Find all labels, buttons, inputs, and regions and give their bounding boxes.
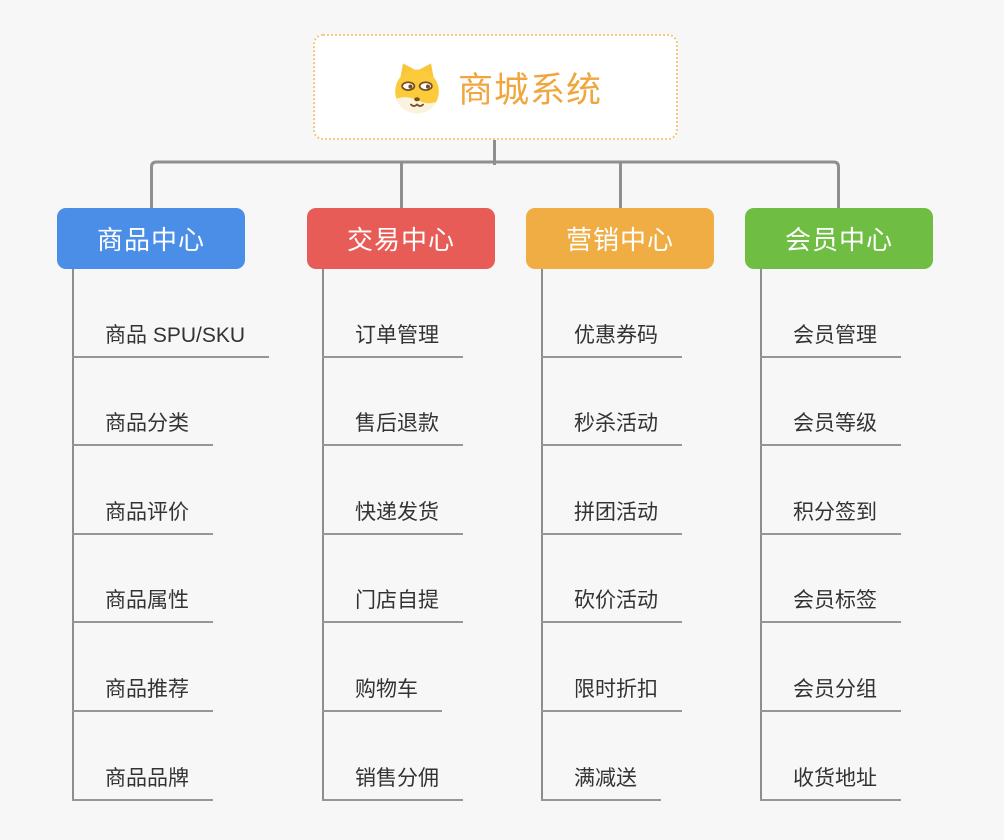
bus-line bbox=[150, 160, 840, 208]
leaf-node[interactable]: 秒杀活动 bbox=[541, 412, 682, 446]
leaf-node[interactable]: 会员分组 bbox=[760, 678, 901, 712]
leaf-node[interactable]: 快递发货 bbox=[322, 501, 463, 535]
branch-box-marketing-center[interactable]: 营销中心 bbox=[526, 208, 714, 269]
leaf-node[interactable]: 限时折扣 bbox=[541, 678, 682, 712]
leaf-node[interactable]: 满减送 bbox=[541, 767, 661, 801]
leaf-node[interactable]: 售后退款 bbox=[322, 412, 463, 446]
leaf-node[interactable]: 会员标签 bbox=[760, 589, 901, 623]
leaf-node[interactable]: 购物车 bbox=[322, 678, 442, 712]
leaf-node[interactable]: 会员等级 bbox=[760, 412, 901, 446]
root-title: 商城系统 bbox=[457, 70, 602, 110]
leaf-node[interactable]: 积分签到 bbox=[760, 501, 901, 535]
trunk-line-trade-center bbox=[322, 269, 324, 801]
leaf-node[interactable]: 门店自提 bbox=[322, 589, 463, 623]
leaf-node[interactable]: 商品属性 bbox=[72, 589, 213, 623]
leaf-node[interactable]: 商品品牌 bbox=[72, 767, 213, 801]
leaf-node[interactable]: 销售分佣 bbox=[322, 767, 463, 801]
leaf-node[interactable]: 拼团活动 bbox=[541, 501, 682, 535]
leaf-node[interactable]: 商品评价 bbox=[72, 501, 213, 535]
leaf-node[interactable]: 商品 SPU/SKU bbox=[72, 324, 270, 358]
branch-box-member-center[interactable]: 会员中心 bbox=[745, 208, 933, 269]
leaf-node[interactable]: 商品推荐 bbox=[72, 678, 213, 712]
leaf-node[interactable]: 订单管理 bbox=[322, 324, 463, 358]
trunk-line-member-center bbox=[760, 269, 762, 801]
leaf-node[interactable]: 收货地址 bbox=[760, 767, 901, 801]
leaf-node[interactable]: 会员管理 bbox=[760, 324, 901, 358]
leaf-node[interactable]: 商品分类 bbox=[72, 412, 213, 446]
branch-box-trade-center[interactable]: 交易中心 bbox=[307, 208, 495, 269]
branch-box-product-center[interactable]: 商品中心 bbox=[57, 208, 245, 269]
leaf-node[interactable]: 砍价活动 bbox=[541, 589, 682, 623]
leaf-node[interactable]: 优惠券码 bbox=[541, 324, 682, 358]
trunk-line-marketing-center bbox=[541, 269, 543, 801]
root-node[interactable]: 商城系统 bbox=[313, 34, 678, 140]
trunk-line-product-center bbox=[72, 269, 74, 801]
dog-face-icon bbox=[389, 59, 445, 115]
